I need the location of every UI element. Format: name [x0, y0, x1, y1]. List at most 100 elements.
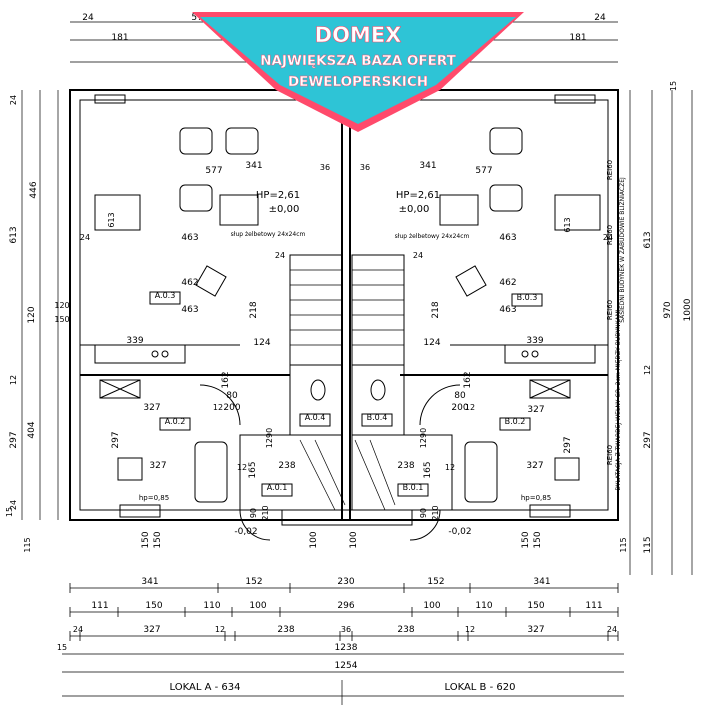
label-dims_interior-i613a: 613	[107, 212, 116, 227]
label-dims_bottom-b296: 296	[337, 601, 354, 611]
label-dims_interior-i162b: 162	[463, 371, 473, 388]
label-dims_bottom-b24b: 24	[607, 625, 617, 634]
toilet-a	[310, 379, 326, 401]
sofa-a	[194, 441, 228, 503]
label-dims_interior-i115a: 115	[23, 537, 32, 552]
label-dims_interior-i115b: 115	[619, 537, 628, 552]
label-dims_bottom-b15: 15	[57, 643, 67, 652]
room-box-a04	[299, 413, 331, 427]
desk-chair-b	[554, 457, 580, 481]
label-dims_interior-i462b: 462	[499, 278, 516, 288]
label-dims_bottom-b36: 36	[341, 625, 351, 634]
outer-wall	[69, 89, 619, 521]
label-dims_bottom-b341b: 341	[533, 577, 550, 587]
label-dims_bottom-b152b: 152	[427, 577, 444, 587]
label-dims_top-d24c: 24	[594, 13, 606, 23]
label-dims_interior-i339b: 339	[526, 336, 543, 346]
label-dims_top-d300a: 300	[243, 33, 260, 43]
label-dims_interior-i165a: 165	[248, 461, 258, 478]
label-dims_interior-i462a: 462	[181, 278, 198, 288]
label-notes-hp_sill_b: hp=0,85	[521, 494, 551, 502]
label-dims_interior-i463a: 463	[181, 233, 198, 243]
label-dims_interior-i150c: 150	[521, 531, 531, 548]
label-dims_top-d30b: 30	[353, 33, 363, 42]
label-rooms-2-label: A.0.1	[267, 483, 288, 492]
label-dims_interior-i12c: 12	[465, 403, 475, 412]
room-box-a02	[159, 417, 191, 431]
counter-a	[94, 344, 186, 364]
label-dims_interior-i210b: 210	[431, 505, 440, 520]
label-dims_interior-i80b: 80	[454, 391, 466, 401]
armchair-b2	[489, 184, 523, 212]
door-swing-entry-a	[239, 509, 271, 541]
label-dims_bottom-b110a: 110	[203, 601, 220, 611]
label-rooms-5-label: B.0.2	[505, 417, 526, 426]
label-dims_interior-i24a: 24	[80, 233, 90, 242]
label-levels-step_b: -0,02	[448, 527, 471, 537]
door-swing-a	[199, 384, 241, 426]
label-dims_top-d24a: 24	[82, 13, 94, 23]
label-dims_left-l120: 120	[27, 306, 37, 323]
label-dims_right-r115: 115	[643, 536, 653, 553]
label-dims_bottom-b100a: 100	[249, 601, 266, 611]
label-dims_left-l613: 613	[9, 226, 19, 243]
label-dims_bottom-b230: 230	[337, 577, 354, 587]
label-dims_interior-i150a: 150	[141, 531, 151, 548]
label-dims_left-l150: 150	[54, 315, 69, 324]
room-box-b02	[499, 417, 531, 431]
label-dims_interior-i218a: 218	[249, 301, 259, 318]
chair-b	[455, 265, 487, 297]
label-rooms-6-label: B.0.1	[403, 483, 424, 492]
room-box-b03	[511, 293, 543, 307]
window-a	[119, 504, 161, 518]
desk-chair-a	[117, 457, 143, 481]
hall-b	[351, 434, 453, 511]
door-swing-b	[419, 384, 461, 426]
counter-b	[504, 344, 596, 364]
label-dims_left-l24a: 24	[9, 95, 18, 105]
label-levels-hp_a: HP=2,61	[256, 190, 300, 201]
label-dims_interior-i327b: 327	[527, 405, 544, 415]
window-top-a	[94, 94, 126, 104]
label-dims_left-l404: 404	[27, 421, 37, 438]
inner-wall-line	[79, 99, 609, 511]
label-dims_right-r15: 15	[669, 81, 678, 91]
armchair-a3	[179, 184, 213, 212]
label-dims_interior-i80a: 80	[226, 391, 238, 401]
label-dims_left-l12: 12	[9, 375, 18, 385]
label-dims_interior-i124b: 124	[423, 338, 440, 348]
label-dims_interior-i100a: 100	[309, 531, 319, 548]
label-dims_interior-i1290b: 1290	[419, 428, 428, 448]
label-dims_bottom-b100b: 100	[423, 601, 440, 611]
label-dims_interior-i327d: 327	[526, 461, 543, 471]
sofa-b	[464, 441, 498, 503]
armchair-a1	[179, 127, 213, 155]
label-dims_top-d181b: 181	[569, 33, 586, 43]
stairs-a	[289, 254, 343, 366]
label-dims_interior-i613b: 613	[563, 217, 572, 232]
label-rooms-4-label: B.0.3	[517, 293, 538, 302]
label-notes-rei_4: REI60	[606, 445, 614, 465]
label-rooms-3-label: A.0.4	[305, 413, 326, 422]
label-dims_interior-i200a: 200	[223, 403, 240, 413]
label-units-lokal_a: LOKAL A - 634	[170, 682, 241, 693]
door-swing-entry-b	[409, 509, 441, 541]
label-dims_left-l120b: 120	[54, 301, 69, 310]
label-dims_left-l297: 297	[9, 431, 19, 448]
label-dims_interior-i90a: 90	[249, 508, 258, 518]
label-dims_bottom-b152: 152	[245, 577, 262, 587]
label-dims_bottom-b327b: 327	[527, 625, 544, 635]
label-rooms-0-label: A.0.3	[155, 291, 176, 300]
stairs-b	[351, 254, 405, 366]
label-dims_interior-i24d: 24	[413, 251, 423, 260]
label-dims_interior-i463d: 463	[499, 305, 516, 315]
armchair-a2	[225, 127, 259, 155]
label-dims_top-d577a: 577	[191, 13, 208, 23]
label-notes-wall_note: DYLATACJA Z TWARDEJ WEŁNY GR. 2cm MIĘDZY…	[615, 309, 622, 490]
label-dims_bottom-b12a: 12	[215, 625, 225, 634]
label-dims_left-l24b: 24	[9, 500, 18, 510]
label-dims_bottom-b327a: 327	[143, 625, 160, 635]
label-dims_interior-i150d: 150	[533, 531, 543, 548]
label-dims_top-d577b: 577	[476, 13, 493, 23]
label-dims_interior-i327a: 327	[143, 403, 160, 413]
